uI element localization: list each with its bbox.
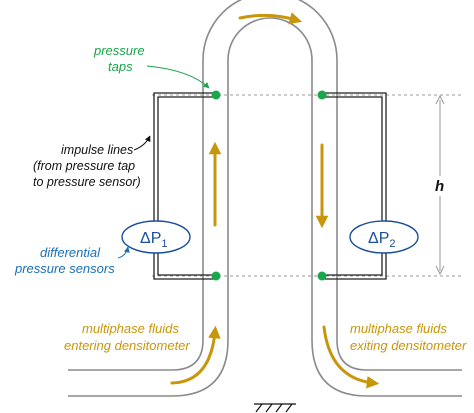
flow-arrows	[170, 12, 380, 389]
pipe-inner-wall	[68, 17, 462, 397]
sensor-dp2: ΔP2	[349, 220, 419, 254]
impulse-lines-label: impulse lines (from pressure tap to pres…	[33, 135, 151, 189]
arrow-top-icon	[238, 12, 303, 25]
impulse-lines-right	[322, 92, 387, 280]
arrow-bottom-right-icon	[322, 325, 380, 389]
pressure-taps-label: pressure taps	[93, 43, 210, 89]
impulse-label-line1: impulse lines	[61, 143, 133, 157]
reference-lines	[152, 94, 462, 277]
height-label: h	[435, 178, 444, 195]
sensor-dp1-subscript: 1	[161, 238, 167, 250]
svg-text:ΔP2: ΔP2	[368, 230, 395, 250]
pressure-taps-label-line1: pressure	[93, 43, 145, 58]
arrow-bottom-left-icon	[170, 325, 221, 385]
exiting-label-line2: exiting densitometer	[350, 338, 467, 353]
pipe-outer-wall	[68, 0, 462, 371]
pressure-taps	[211, 90, 327, 281]
sensors-label-line1: differential	[40, 245, 101, 260]
pressure-taps-label-line2: taps	[108, 59, 133, 74]
sensor-dp2-symbol: ΔP	[368, 230, 389, 247]
entering-label-line1: multiphase fluids	[82, 321, 179, 336]
sensor-dp1-symbol: ΔP	[140, 230, 161, 247]
entering-label: multiphase fluids entering densitometer	[64, 321, 190, 353]
tap-top-left	[211, 90, 221, 100]
tap-bottom-right	[317, 271, 327, 281]
pipe	[68, 0, 462, 397]
svg-text:ΔP1: ΔP1	[140, 230, 167, 250]
sensor-dp1: ΔP1	[121, 220, 191, 254]
exiting-label-line1: multiphase fluids	[350, 321, 447, 336]
entering-label-line2: entering densitometer	[64, 338, 190, 353]
ground-hatch-icon	[254, 403, 296, 413]
impulse-label-line3: to pressure sensor)	[33, 175, 141, 189]
impulse-lines-left	[153, 92, 214, 280]
tap-bottom-left	[211, 271, 221, 281]
height-dimension: h	[430, 94, 450, 276]
impulse-label-line2: (from pressure tap	[33, 159, 135, 173]
exiting-label: multiphase fluids exiting densitometer	[350, 321, 467, 353]
sensors-label: differential pressure sensors	[14, 245, 130, 276]
sensor-dp2-subscript: 2	[389, 238, 395, 250]
sensors-label-line2: pressure sensors	[14, 261, 115, 276]
tap-top-right	[317, 90, 327, 100]
